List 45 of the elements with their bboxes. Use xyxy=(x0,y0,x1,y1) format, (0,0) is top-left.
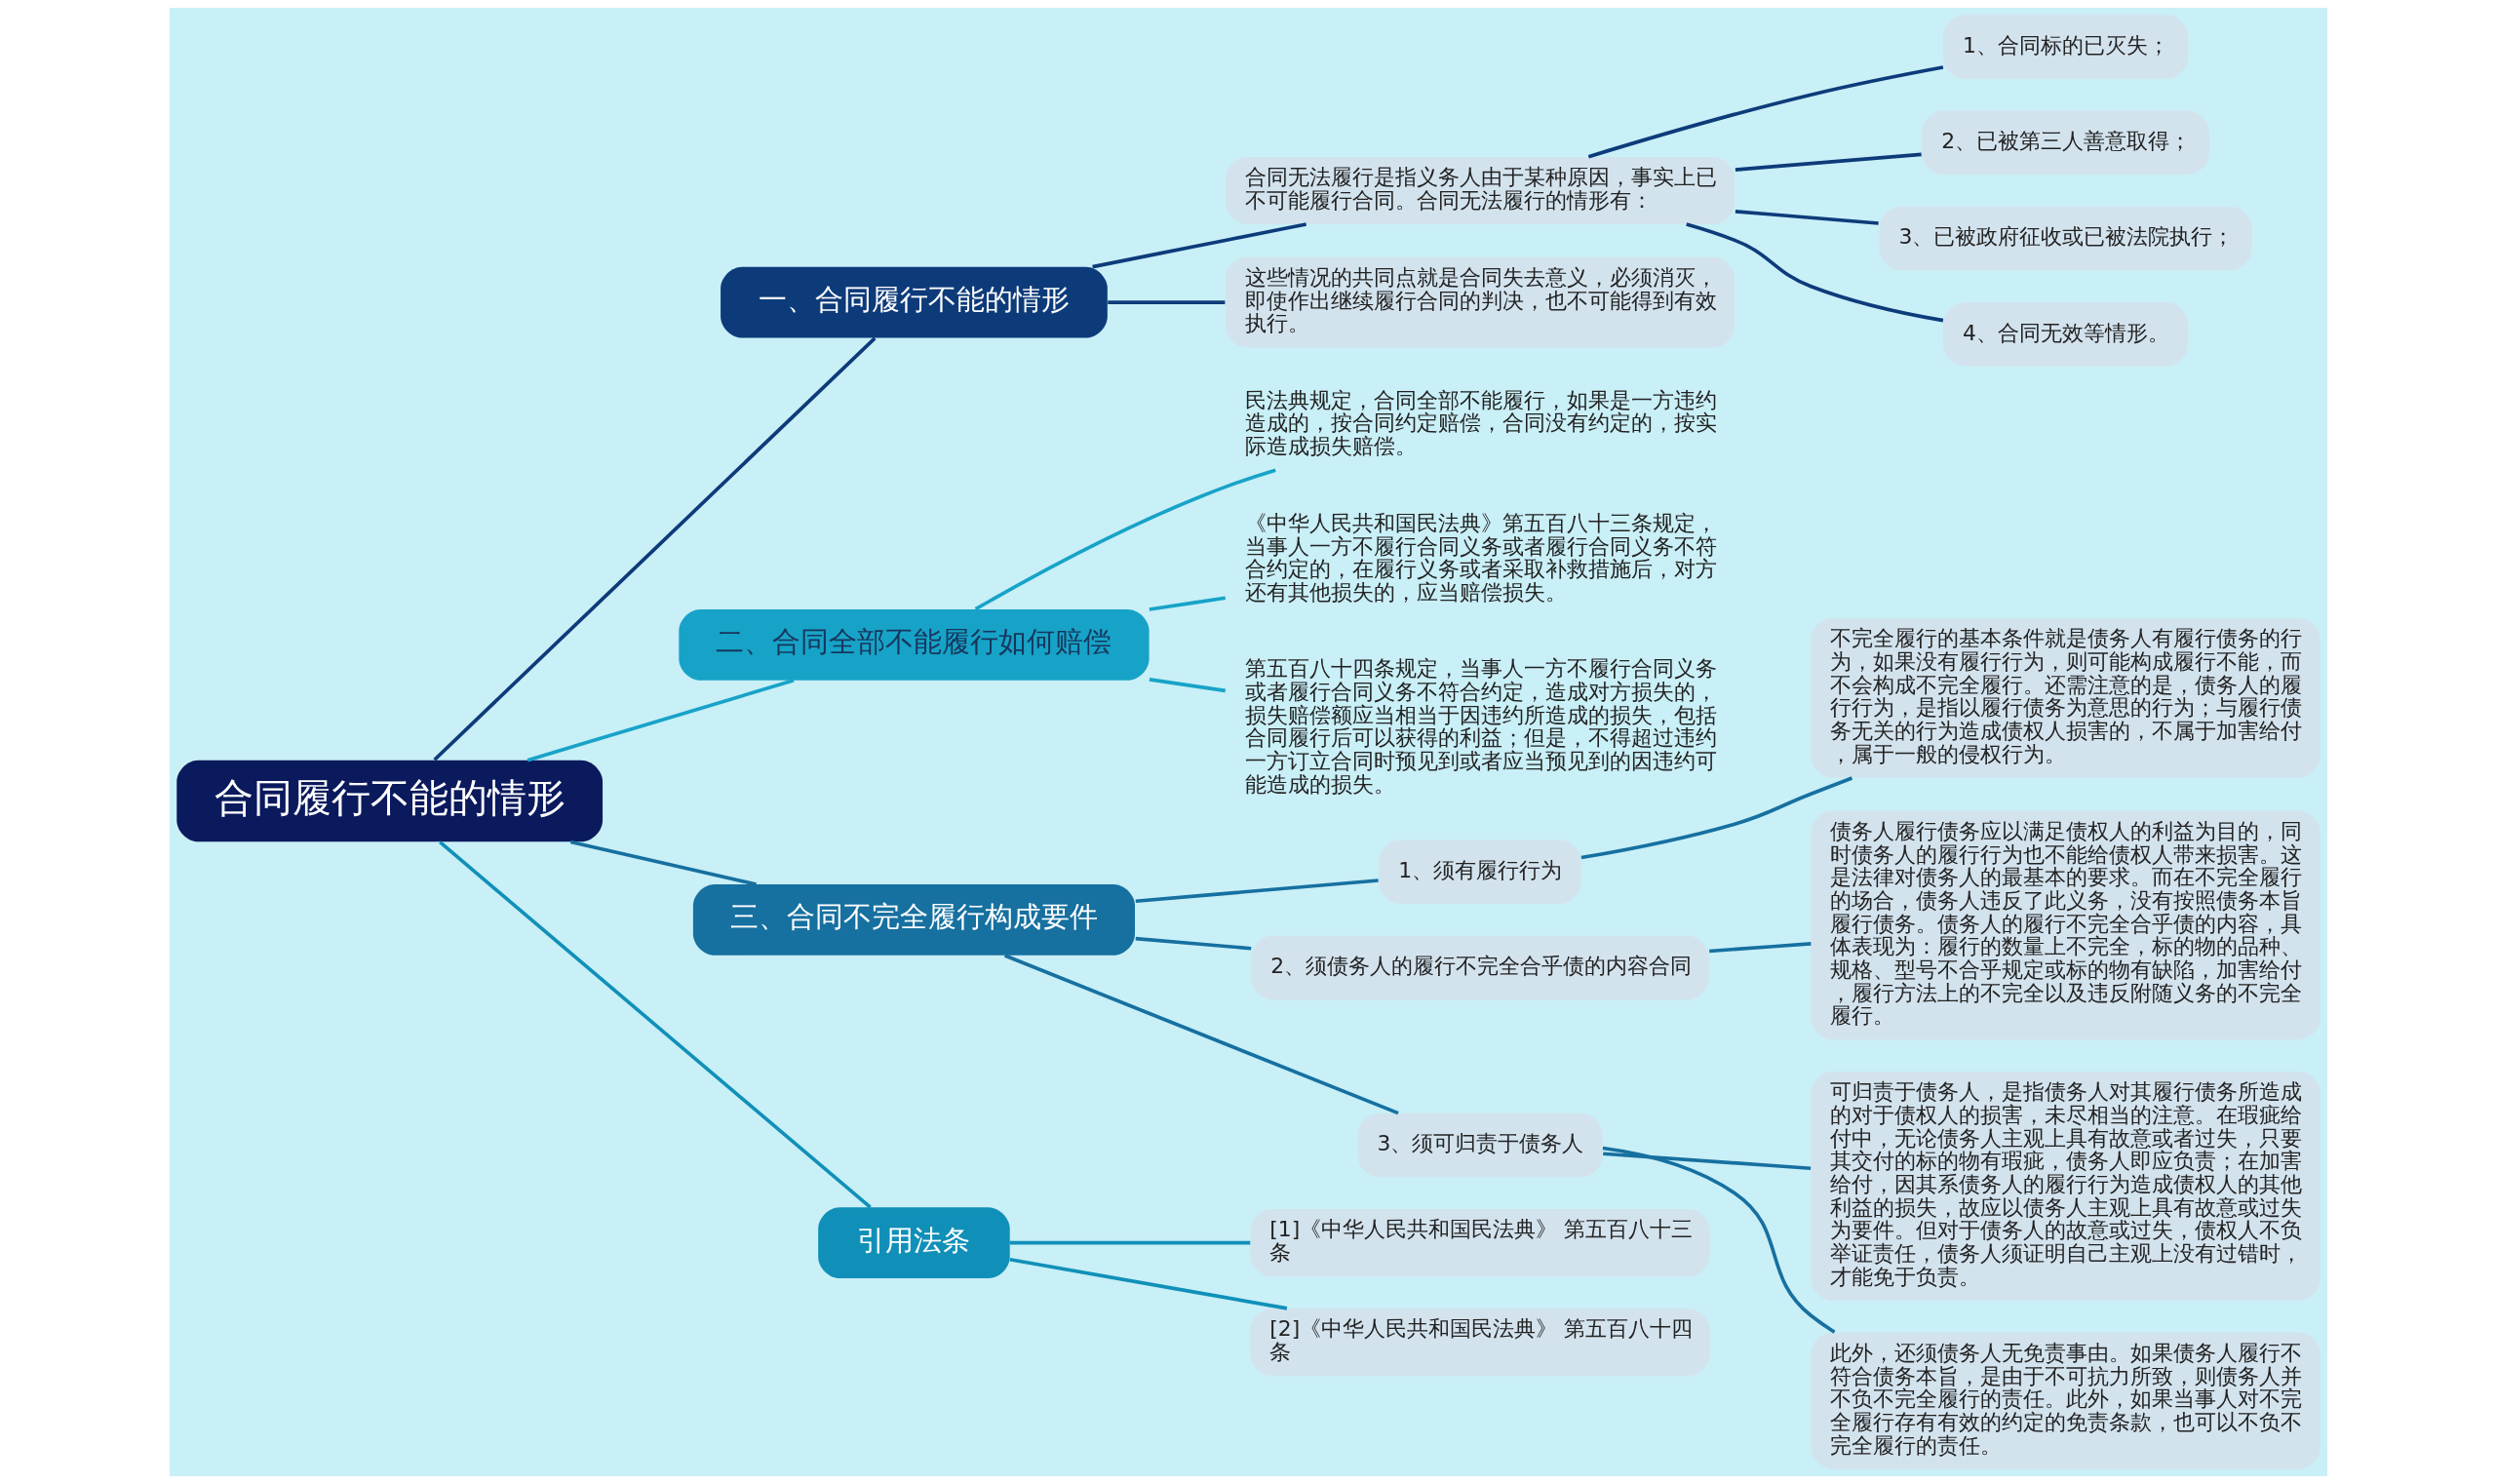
node-box: 一、合同履行不能的情形 xyxy=(720,266,1108,338)
node-box: 引用法条 xyxy=(817,1207,1010,1279)
connector xyxy=(1135,936,1251,951)
connector xyxy=(1135,879,1379,904)
connector xyxy=(1602,1152,1811,1171)
node-box: 债务人履行债务应以满足债权人的利益为目的，同时债务人的履行行为也不能给债权人带来损害。这是法律对债务人的最基本的要求。而在不完全履行的场合，债务人违反了此义务，没有按照债务本旨履行债务。债务人的履行不完全合乎债的内容，具体表现为：履行的数量上不完全，标的物的品种、规格、型号不合乎规定或标的物有缺陷，加害给付，履行方法上的不完全以及违反附随义务的不完全履行。 xyxy=(1810,810,2320,1040)
node-box: 这些情况的共同点就是合同失去意义，必须消灭，即使作出继续履行合同的判决，也不可能得到有效执行。 xyxy=(1225,256,1735,348)
connector xyxy=(1708,942,1811,954)
connector xyxy=(1735,210,1879,225)
connector xyxy=(1685,222,1943,323)
connector xyxy=(569,840,757,886)
node-box: 1、合同标的已灭失； xyxy=(1942,15,2188,79)
connector xyxy=(1091,222,1306,269)
connector xyxy=(1009,1240,1250,1245)
node-box: 二、合同全部不能履行如何赔偿 xyxy=(678,608,1150,681)
node-box: 此外，还须债务人无免责事由。如果债务人履行不符合债务本旨，是由于不可抗力所致，则债务人并不负不完全履行的责任。此外，如果当事人对不完全履行存有有效的约定的免责条款，也可以不负不完全履行的责任。 xyxy=(1810,1332,2320,1469)
connector xyxy=(1149,596,1226,611)
node-box: 三、合同不完全履行构成要件 xyxy=(692,884,1135,956)
node-box: 不完全履行的基本条件就是债务人有履行债务的行为，如果没有履行行为，则可能构成履行不能，而不会构成不完全履行。还需注意的是，债务人的履行行为，是指以履行债务为意思的行为；与履行债务无关的行为造成债权人损害的，不属于加害给付，属于一般的侵权行为。 xyxy=(1810,618,2320,778)
connector xyxy=(1735,152,1922,172)
connector xyxy=(1587,65,1943,159)
node-box: [2]《中华人民共和国民法典》 第五百八十四条 xyxy=(1249,1308,1710,1377)
node-box: 合同履行不能的情形 xyxy=(176,760,603,842)
connector xyxy=(438,840,872,1209)
connector xyxy=(1003,954,1399,1115)
node-box: 可归责于债务人，是指债务人对其履行债务所造成的对于债权人的损害，未尽相当的注意。在瑕疵给付中，无论债务人主观上具有故意或者过失，只要其交付的标的物有瑕疵，债务人即应负责；在加害给付，因其系债务人的履行行为造成债权人的其他利益的损失，故应以债务人主观上具有故意或过失为要件。但对于债务人的故意或过失，债权人不负举证责任，债务人须证明自己主观上没有过错时，才能免于负责。 xyxy=(1810,1072,2320,1301)
connector xyxy=(1107,300,1225,304)
node-box: 3、已被政府征收或已被法院执行； xyxy=(1878,206,2252,271)
node-box: 3、须可归责于债务人 xyxy=(1356,1113,1603,1178)
node-text: 《中华人民共和国民法典》第五百八十三条规定，当事人一方不履行合同义务或者履行合同义务不符合约定的，在履行义务或者采取补救措施后，对方还有其他损失的，应当赔偿损失。 xyxy=(1244,511,1717,605)
node-box: 2、已被第三人善意取得； xyxy=(1921,110,2209,176)
connector xyxy=(1009,1257,1287,1310)
node-box: [1]《中华人民共和国民法典》 第五百八十三条 xyxy=(1249,1209,1710,1277)
node-box: 合同无法履行是指义务人由于某种原因，事实上已不可能履行合同。合同无法履行的情形有： xyxy=(1225,156,1735,225)
node-box: 1、须有履行行为 xyxy=(1378,840,1581,905)
connector xyxy=(526,679,795,762)
node-box: 4、合同无效等情形。 xyxy=(1942,302,2188,367)
node-text: 民法典规定，合同全部不能履行，如果是一方违约造成的，按合同约定赔偿，合同没有约定的，按实际造成损失赔偿。 xyxy=(1244,387,1717,458)
connector xyxy=(432,336,876,762)
connector xyxy=(1580,776,1852,860)
connector xyxy=(974,468,1276,611)
node-text: 第五百八十四条规定，当事人一方不履行合同义务或者履行合同义务不符合约定，造成对方损失的，损失赔偿额应当相当于因违约所造成的损失，包括合同履行后可以获得的利益；但是，不得超过违约一方订立合同时预见到或者应当预见到的因违约可能造成的损失。 xyxy=(1244,656,1717,797)
connector xyxy=(1602,1146,1835,1334)
connector xyxy=(1149,678,1226,693)
node-box: 2、须债务人的履行不完全合乎债的内容合同 xyxy=(1250,935,1709,1000)
